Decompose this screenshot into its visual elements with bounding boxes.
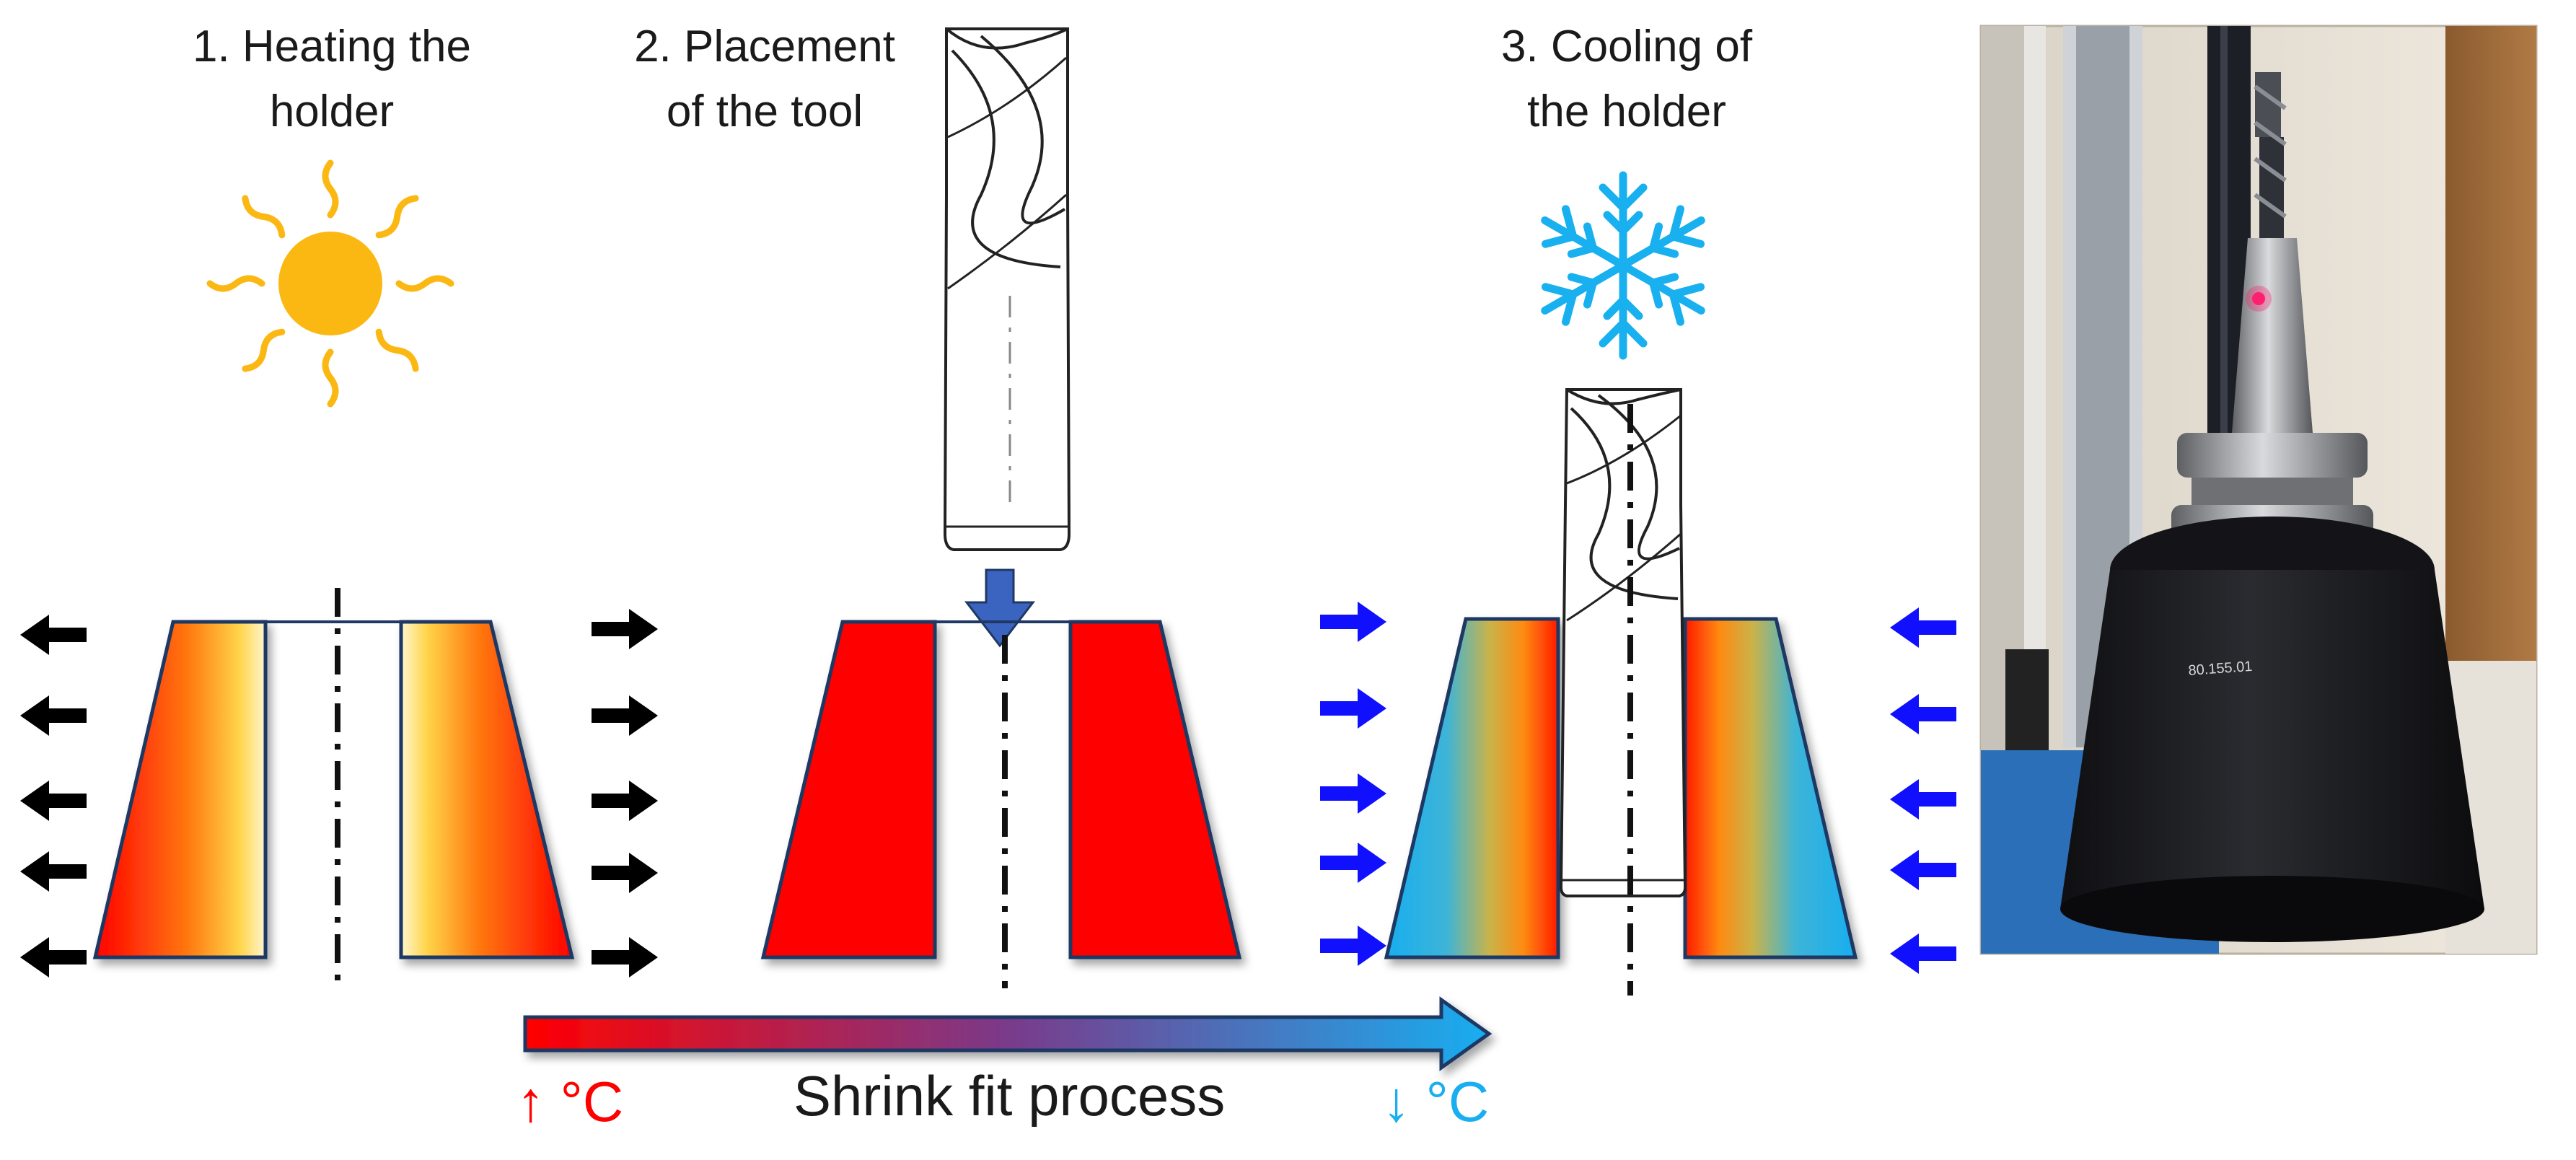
insert-arrow [964, 568, 1036, 648]
holder-expanded [760, 620, 1242, 988]
step-3-title: 3. Cooling of the holder [1500, 22, 1753, 136]
sun-icon [206, 159, 454, 408]
holder-right-wall [1068, 620, 1242, 959]
arrow-right-icon [1320, 843, 1386, 883]
arrow-right-icon [1320, 773, 1386, 814]
process-arrow [523, 996, 1493, 1071]
arrow-left-icon [1890, 850, 1956, 890]
holder-right-wall [1683, 617, 1858, 959]
arrow-right-icon [592, 853, 658, 893]
arrow-right-icon [1320, 688, 1386, 729]
arrow-right-icon [592, 695, 658, 736]
arrow-left-icon [20, 781, 87, 821]
arrow-left-icon [1890, 694, 1956, 734]
arrow-left-icon [20, 695, 87, 736]
process-label: Shrink fit process [794, 1064, 1226, 1128]
holder-cooled [1384, 617, 1858, 959]
cooling-arrows [1320, 602, 1956, 974]
arrow-left-icon [20, 937, 87, 977]
clamped-tool-icon [1559, 388, 1687, 996]
step-2-title: 2. Placement of the tool [634, 22, 895, 136]
arrow-right-icon [1320, 602, 1386, 642]
arrow-left-icon [1890, 779, 1956, 820]
shrink-fit-machine-photo: 80.155.01 [1979, 25, 2538, 955]
snowflake-icon [1541, 171, 1705, 360]
holder-left-wall [1384, 617, 1560, 959]
arrow-right-icon [592, 609, 658, 649]
arrow-left-icon [1890, 607, 1956, 648]
expansion-arrows [20, 609, 658, 977]
holder-left-wall [92, 620, 268, 959]
cold-temperature-label: ↓ °C [1382, 1070, 1490, 1133]
arrow-right-icon [592, 781, 658, 821]
holder-left-wall [760, 620, 937, 959]
hot-temperature-label: ↑ °C [516, 1070, 624, 1133]
holder-heated [92, 588, 575, 988]
arrow-right-icon [592, 937, 658, 977]
arrow-left-icon [20, 851, 87, 892]
arrow-left-icon [20, 615, 87, 655]
step-1-title: 1. Heating the holder [192, 22, 472, 136]
arrow-right-icon [1320, 926, 1386, 966]
arrow-left-icon [1890, 933, 1956, 974]
end-mill-tool-icon [943, 27, 1071, 551]
holder-right-wall [399, 620, 575, 959]
